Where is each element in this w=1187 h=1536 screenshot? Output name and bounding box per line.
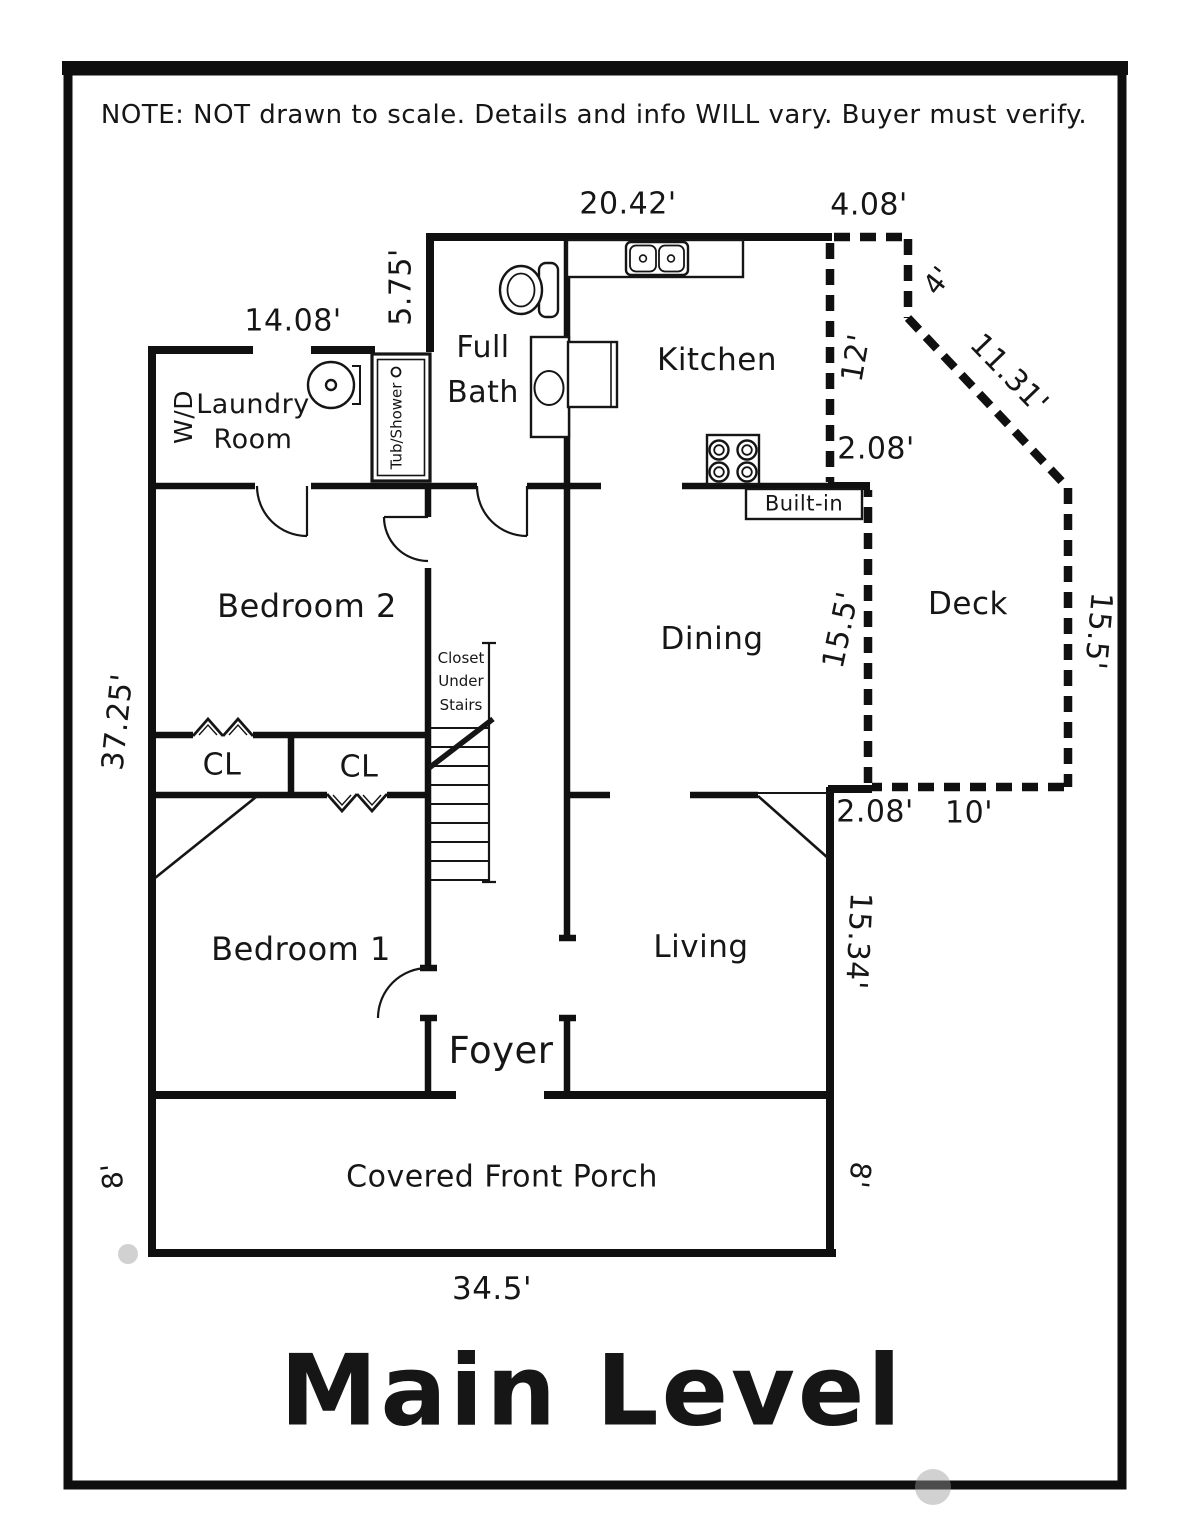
label-foyer: Foyer [448,1028,554,1072]
label-covered-front-porch: Covered Front Porch [346,1159,658,1195]
label-living: Living [653,928,749,965]
bedroom1-angled-line [154,795,257,880]
stove-icon [705,433,761,486]
fixtures [306,238,864,521]
dim-deck-bottom: 10' [945,795,993,831]
staircase [427,641,496,884]
label-dining: Dining [660,620,764,657]
dim-bath-left: 5.75' [383,248,419,326]
plan-title: Main Level [280,1334,904,1449]
scan-artifacts [118,1244,951,1505]
built-in-cabinet [744,487,864,521]
bedroom1-door [376,966,429,1019]
toilet-icon [498,261,560,319]
dim-laundry-top: 14.08' [244,303,342,339]
scale-note: NOTE: NOT drawn to scale. Details and in… [100,100,1088,131]
dim-kitchen-right: 12' [834,331,878,385]
exterior-walls [148,233,872,1257]
label-laundry-room: Laundry Room [196,388,310,455]
refrigerator-icon [566,340,619,409]
living-door-leaf [757,795,829,859]
bifold-doors [191,716,389,814]
doors [255,485,830,1019]
dim-porch-bottom: 34.5' [451,1270,533,1307]
label-bedroom1: Bedroom 1 [211,930,391,969]
deck-dashed-walls [825,232,1073,792]
bedroom2-door [382,515,429,563]
label-built-in: Built-in [764,491,844,516]
dim-jog-lower: 2.08' [836,794,914,830]
label-deck: Deck [928,585,1008,622]
label-closet-right: CL [339,749,379,785]
dim-living-right: 15.34' [837,891,879,991]
kitchen-sink-icon [565,238,745,279]
dim-porch-left: 8' [94,1160,131,1192]
label-bedroom2: Bedroom 2 [217,587,397,626]
label-kitchen: Kitchen [656,341,778,378]
dim-porch-right: 8' [841,1159,878,1191]
dim-jog-upper: 2.08' [837,431,915,467]
label-tub-shower: Tub/Shower [387,382,406,470]
bath-door [475,485,529,538]
bath-sink-icon [529,335,571,439]
label-full-bath: Full Bath [447,330,519,410]
laundry-door [255,485,309,538]
dim-deck-top: 4.08' [830,187,908,223]
dim-deck-east: 15.5' [1077,590,1119,672]
label-closet-left: CL [202,747,242,783]
page-border [62,61,1128,1490]
tub-shower-icon [370,352,432,483]
dim-kitchen-top: 20.42' [579,186,677,222]
washer-icon [306,360,361,410]
label-closet-under-stairs: Closet Under Stairs [437,649,485,714]
